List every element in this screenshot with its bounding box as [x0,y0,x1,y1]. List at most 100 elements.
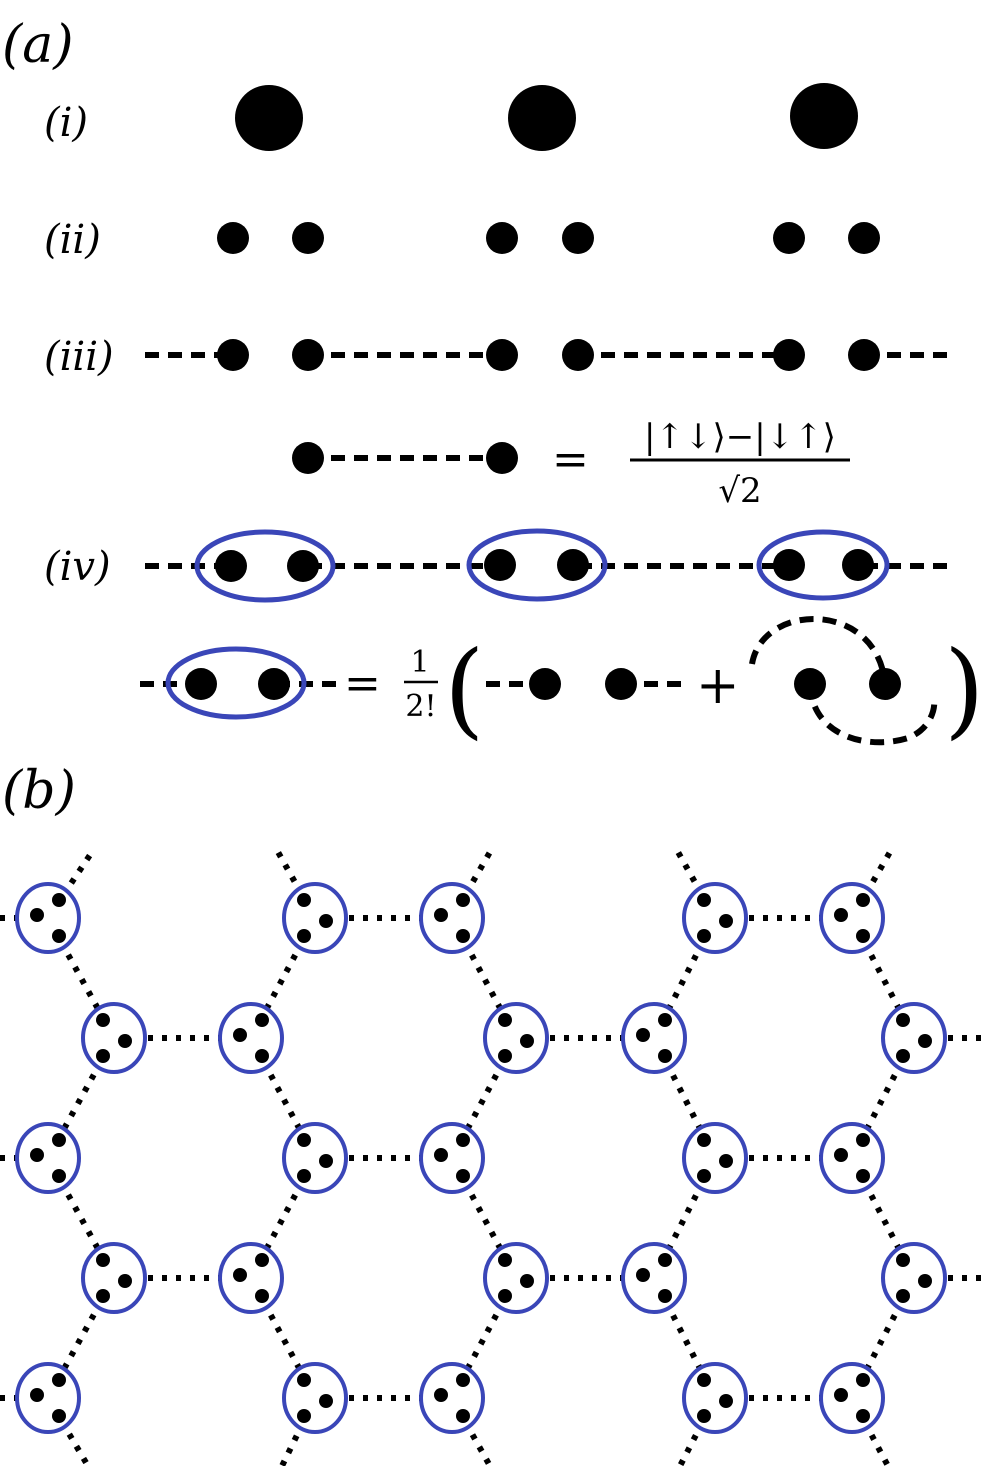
site-loop [621,1002,687,1074]
row-i-spins [235,83,858,151]
crossed-singlet-bond [749,616,887,677]
site-loop [621,1242,687,1314]
spin-half [297,929,311,943]
lattice-site [81,1242,147,1314]
lattice-sites [15,882,947,1434]
spin-half [562,222,594,254]
spin-half [52,1133,66,1147]
spin-half [697,1409,711,1423]
spin-half [484,549,516,581]
site-loop [15,882,81,954]
row-label-iv: (iv) [44,544,111,590]
site-loop [15,1122,81,1194]
spin-half [96,1289,110,1303]
spin-half [856,1373,870,1387]
spin-half [52,1373,66,1387]
lattice-site [483,1002,549,1074]
lattice-site [419,1362,485,1434]
site-loop [682,1362,748,1434]
row-label-i: (i) [44,100,88,146]
spin-half [896,1253,910,1267]
spin-half [297,1409,311,1423]
projector-loop [194,529,336,603]
site-loop [282,1122,348,1194]
lattice-site [81,1002,147,1074]
row-label-ii: (ii) [44,217,101,263]
spin-half [215,550,247,582]
spin-half [292,222,324,254]
row-ii-spins [217,222,880,254]
spin-half [30,908,44,922]
spin-half [529,668,561,700]
spin-half [834,1148,848,1162]
spin-half [30,1388,44,1402]
plus-sign: + [696,656,740,716]
panel-a: (a) (i) (ii) (iii) (iv) [2,15,982,750]
spin-half [96,1013,110,1027]
lattice-site [483,1242,549,1314]
site-loop [881,1002,947,1074]
spin-half [697,1373,711,1387]
spin-half [773,339,805,371]
lattice-site [15,1362,81,1434]
spin-half [498,1253,512,1267]
lattice-site [621,1002,687,1074]
spin-half [233,1268,247,1282]
spin-half [773,549,805,581]
spin-half [217,339,249,371]
spin-half [456,1409,470,1423]
spin-half [118,1274,132,1288]
fraction-numerator: 1 [410,645,429,680]
site-loop [819,1362,885,1434]
close-paren: ) [944,628,982,750]
spin-half [658,1013,672,1027]
projector-loop [165,646,307,720]
spin-half [658,1253,672,1267]
spin-half [456,1169,470,1183]
site-loop [81,1002,147,1074]
site-loop [819,1122,885,1194]
site-loop [15,1362,81,1434]
spin-half [856,1409,870,1423]
lattice-site [218,1242,284,1314]
spin-half [30,1148,44,1162]
spin-half [719,914,733,928]
panel-b-label: (b) [2,761,76,821]
site-loop [419,882,485,954]
row-label-iii: (iii) [44,334,114,380]
spin-half [869,668,901,700]
site-loop [819,882,885,954]
spin-half [255,1253,269,1267]
spin-half [297,1133,311,1147]
spin-half [255,1289,269,1303]
spin-half [498,1049,512,1063]
spin-half [319,914,333,928]
fraction-denominator: 2! [405,689,436,724]
spin-half [52,1409,66,1423]
spin-half [719,1394,733,1408]
spin-half [185,668,217,700]
lattice-site [15,1122,81,1194]
spin-half [297,893,311,907]
spin-half [292,339,324,371]
spin-half [794,668,826,700]
spin-half [856,929,870,943]
lattice-site [621,1242,687,1314]
spin-half [896,1013,910,1027]
spin-half [297,1169,311,1183]
spin-half [255,1013,269,1027]
spin-half [557,549,589,581]
projector-definition: = 1 2! ( + ) [140,616,982,750]
site-loop [282,1362,348,1434]
spin-half [456,893,470,907]
spin-large [508,85,576,151]
spin-half [258,668,290,700]
lattice-site [218,1002,284,1074]
lattice-site [282,1122,348,1194]
spin-half [842,549,874,581]
singlet-ket-numerator: |↑↓⟩−|↓↑⟩ [644,417,836,457]
projector-loop [756,529,890,601]
crossed-singlet-bond [807,683,938,746]
lattice-site [682,882,748,954]
